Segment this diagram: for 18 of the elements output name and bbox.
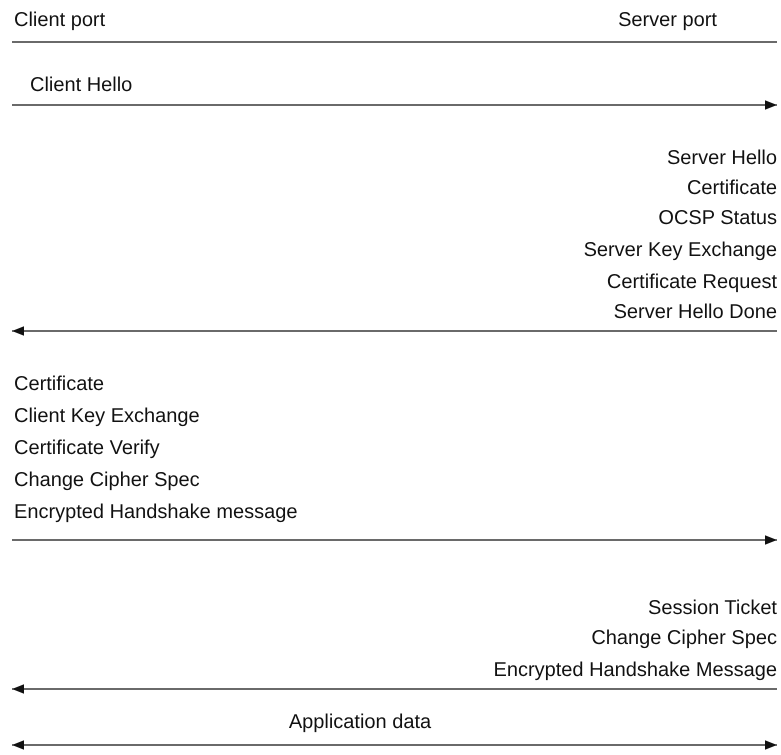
message-label: OCSP Status xyxy=(658,206,777,230)
message-label: Session Ticket xyxy=(648,596,777,620)
message-label: Client Key Exchange xyxy=(14,404,200,428)
message-label: Certificate Request xyxy=(606,270,777,294)
message-label: Application data xyxy=(288,710,432,734)
message-label: Certificate xyxy=(686,176,777,200)
message-label: Certificate Verify xyxy=(14,436,160,460)
message-label: Change Cipher Spec xyxy=(591,626,777,650)
lifeline-heading: Server port xyxy=(618,8,717,32)
lifeline-heading: Client port xyxy=(14,8,106,32)
message-label: Encrypted Handshake Message xyxy=(494,658,777,682)
message-label: Client Hello xyxy=(30,73,132,97)
message-label: Server Key Exchange xyxy=(584,238,777,262)
message-label: Certificate xyxy=(14,372,104,396)
message-label: Server Hello Done xyxy=(614,300,777,324)
message-label: Server Hello xyxy=(666,146,777,170)
message-label: Change Cipher Spec xyxy=(14,468,200,492)
message-label: Encrypted Handshake message xyxy=(14,500,298,524)
